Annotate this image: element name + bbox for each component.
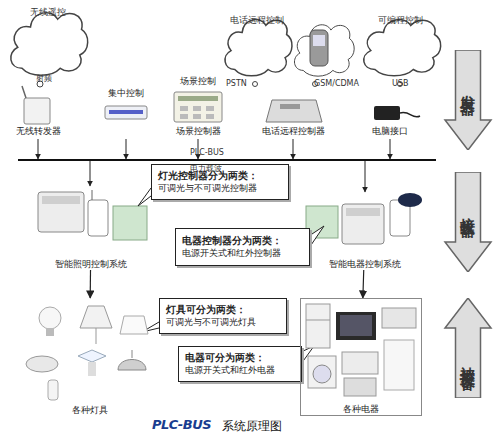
arrow-shape (445, 50, 491, 150)
tier-arrow: 被控设备 (443, 298, 493, 398)
node-text: 各种灯具 (72, 405, 108, 416)
arrow-shape (445, 298, 491, 398)
cloud-shape (364, 20, 441, 76)
tier-arrow: 接收器 (443, 172, 493, 272)
node-text: 无线转发器 (16, 126, 61, 137)
node-text: 无线遥控 (30, 7, 66, 18)
appliances (306, 304, 416, 396)
callout-box: 电器控制器分为两类：电源开关式和红外控制器 (175, 228, 310, 266)
node-text: 电源开关式和红外控制器 (182, 247, 281, 260)
transmitter-device: 无线转发器 (8, 85, 68, 137)
connector-arrow (362, 270, 364, 298)
receiver-group: 智能照明控制系统 (28, 185, 154, 270)
device-group: 各种灯具 (22, 298, 157, 416)
tier-arrow: 发射器 (443, 50, 493, 150)
caption: 系统原理图 (222, 418, 282, 435)
node-text: 场景控制 (180, 76, 216, 87)
thought-cloud: 无线遥控 (5, 2, 90, 80)
arrow-outline (443, 172, 493, 272)
node-text: 智能照明控制系统 (55, 259, 127, 270)
node-text: 电源开关式和红外电器 (185, 364, 275, 377)
transmitter-devices (22, 86, 420, 124)
thought-cloud (294, 25, 354, 76)
callout-box: 灯光控制器分为两类：可调光与不可调光控制器 (151, 164, 289, 200)
node-text: 可调光与不可调光控制器 (158, 182, 257, 195)
node-text: 灯光控制器分为两类： (158, 169, 258, 182)
appliance-receivers (306, 193, 422, 244)
node-text: 各种电器 (343, 404, 379, 415)
thought-cloud: 可编程控制 (358, 10, 443, 80)
transmitter-device: 电脑接口 (358, 95, 422, 137)
node-text: 被控设备 (460, 355, 476, 367)
node-text: 可调光与不可调光灯具 (166, 316, 256, 329)
callout-box: 电器可分为两类：电源开关式和红外电器 (178, 346, 302, 382)
receiver-group: 智能电器控制系统 (300, 190, 430, 270)
cloud-shape (11, 13, 88, 76)
transmitter-device: 集中控制 (98, 88, 154, 128)
node-text: 场景控制器 (176, 126, 221, 137)
node-text: 可编程控制 (378, 15, 423, 26)
signal-name: USB (392, 79, 408, 88)
node-text: 电脑接口 (372, 126, 408, 137)
callout-box: 灯具可分为两类：可调光与不可调光灯具 (159, 298, 287, 334)
callout-tail (138, 188, 324, 364)
device-group: 各种电器 (300, 298, 422, 416)
lighting-receivers (38, 190, 147, 240)
node-text: 集中控制 (108, 88, 144, 99)
node-text: 接收器 (460, 205, 476, 214)
arrow-outline (443, 50, 493, 150)
node-text: 电器控制器分为两类： (182, 234, 282, 247)
power-line-bus (18, 159, 436, 161)
lamps (26, 306, 148, 400)
node-text: 电器可分为两类： (185, 351, 265, 364)
arrow-outline (443, 298, 493, 398)
transmitter-device: 场景控制场景控制器 (165, 76, 231, 137)
signal-name: GSM/CDMA (314, 79, 359, 88)
thought-cloud: 电话远程控制 (220, 10, 294, 80)
arrow-shape (445, 172, 491, 272)
node-text: 发射器 (460, 83, 476, 92)
signal-name: 射频 (36, 73, 52, 84)
logo-text: PLC-BUS (152, 417, 211, 432)
connector-arrow (90, 270, 92, 298)
bus-name: PLC-BUS (190, 148, 224, 157)
transmitter-device: 电话远程控制器 (256, 92, 330, 137)
node-text: 灯具可分为两类： (166, 303, 246, 316)
signal-name: PSTN (226, 79, 247, 88)
node-text: 电话远程控制 (230, 15, 284, 26)
cloud-shape (225, 20, 292, 76)
node-text: 电话远程控制器 (262, 126, 325, 137)
node-text: 智能电器控制系统 (329, 259, 401, 270)
